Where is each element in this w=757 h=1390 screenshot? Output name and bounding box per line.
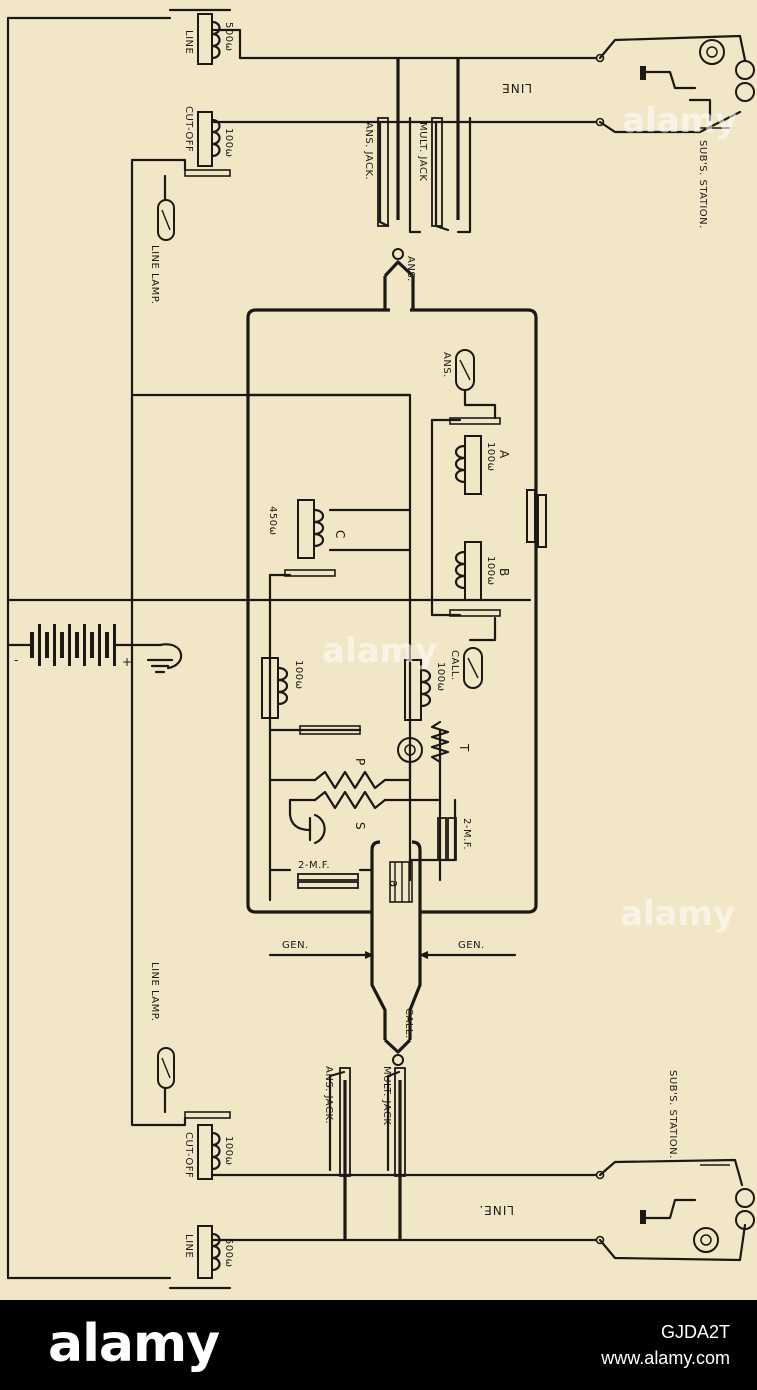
relay-c-res-label: 450ω — [267, 506, 278, 535]
resistor-t — [430, 720, 450, 764]
res-500-bottom-label: 500ω — [223, 1238, 234, 1267]
coil-left-100 — [261, 657, 289, 719]
ringing-key — [370, 840, 422, 955]
mult-jack-bottom-label: MULT. JACK — [381, 1066, 392, 1125]
coil-p-label: P — [353, 758, 367, 766]
ans-jack-top-label: ANS. JACK. — [363, 122, 374, 180]
res-100-cutoff-bottom-label: 100ω — [223, 1136, 234, 1165]
cutoff-relay-bottom — [130, 1093, 242, 1180]
relay-b — [449, 541, 501, 617]
ans-jack-top — [377, 117, 390, 228]
line-relay-top-label: LINE — [183, 30, 194, 54]
relay-c-label: C — [333, 530, 347, 539]
call-lamp — [463, 616, 497, 689]
condenser-2mf-left-label: 2-M.F. — [298, 860, 330, 871]
battery-minus-label: - — [14, 653, 19, 667]
line-lamp-top-label: LINE LAMP. — [149, 245, 160, 304]
condenser-2mf-right-label: 2-M.F. — [461, 818, 472, 850]
line-top-label: LINE — [501, 81, 532, 95]
line-relay-top — [168, 8, 242, 65]
battery: - + — [6, 624, 134, 669]
ans-plug-label: ANS. — [405, 256, 416, 282]
key-a-label: a — [387, 880, 401, 888]
line-relay-bottom-label: LINE — [183, 1234, 194, 1258]
call-plug-label: CALL. — [403, 1008, 414, 1039]
ans-lamp — [455, 349, 497, 420]
resistor-t-label: T — [457, 743, 471, 752]
generator-left — [268, 951, 374, 959]
line-lamp-top — [157, 174, 175, 241]
cord-circuit — [246, 248, 538, 914]
subscriber-station-top — [598, 34, 755, 134]
cutoff-relay-top — [130, 111, 242, 602]
footer-bar: alamy GJDA2T www.alamy.com — [0, 1300, 757, 1390]
cutoff-top-label: CUT-OFF — [183, 106, 194, 152]
ans-jack-bottom-label: ANS. JACK. — [323, 1066, 334, 1124]
generator-right — [419, 951, 517, 959]
relay-a-label: A — [497, 450, 511, 459]
ans-jack-bottom — [328, 1067, 351, 1177]
coil-right-res-label: 100ω — [435, 662, 446, 691]
watermark-text: alamy — [322, 631, 437, 671]
subscriber-station-bottom — [598, 1158, 755, 1262]
subs-station-bottom-label: SUB'S. STATION. — [667, 1070, 678, 1159]
operator-key-contact — [299, 725, 361, 735]
line-lamp-bottom — [157, 1047, 175, 1114]
line-bottom-label: LINE. — [478, 1203, 514, 1217]
watermark-text: alamy — [620, 894, 735, 934]
ground-icon — [130, 643, 183, 674]
coil-s-label: S — [353, 822, 367, 831]
cutoff-bottom-label: CUT-OFF — [183, 1132, 194, 1178]
condenser-2mf-left — [297, 873, 359, 889]
subs-station-top-label: SUB'S. STATION. — [697, 140, 708, 229]
ans-lamp-label: ANS. — [441, 352, 452, 378]
gen-left-label: GEN. — [282, 940, 309, 951]
relay-c — [284, 499, 336, 577]
coil-left-res-label: 100ω — [293, 660, 304, 689]
line-relay-bottom — [168, 1225, 242, 1290]
res-100-cutoff-top-label: 100ω — [223, 128, 234, 157]
line-lamp-bottom-label: LINE LAMP. — [149, 962, 160, 1021]
relay-a-res-label: 100ω — [485, 442, 496, 471]
mult-jack-top-label: MULT. JACK — [417, 122, 428, 181]
battery-plus-label: + — [122, 655, 133, 669]
site-url[interactable]: www.alamy.com — [601, 1348, 730, 1368]
mult-jack-top — [431, 117, 450, 232]
cord-condenser-icon — [526, 489, 547, 548]
gen-right-label: GEN. — [458, 940, 485, 951]
watermark-text: alamy — [622, 101, 737, 141]
coil-right-100 — [404, 659, 432, 721]
relay-a — [449, 417, 501, 495]
bottom-line-wires — [238, 1080, 605, 1245]
mult-jack-bottom — [386, 1067, 406, 1177]
res-500-top-label: 500ω — [223, 22, 234, 51]
relay-b-res-label: 100ω — [485, 556, 496, 585]
image-id: GJDA2T — [660, 1322, 730, 1342]
circuit-diagram: - + LINE ANS. JACK. MULT. JACK — [6, 8, 755, 1290]
induction-coil — [268, 760, 412, 810]
relay-b-label: B — [497, 568, 511, 577]
condenser-2mf-right — [437, 817, 457, 861]
transmitter-icon — [288, 798, 326, 845]
call-plug — [370, 955, 422, 1066]
call-lamp-label: CALL. — [449, 650, 460, 681]
alamy-logo[interactable]: alamy — [48, 1314, 220, 1374]
